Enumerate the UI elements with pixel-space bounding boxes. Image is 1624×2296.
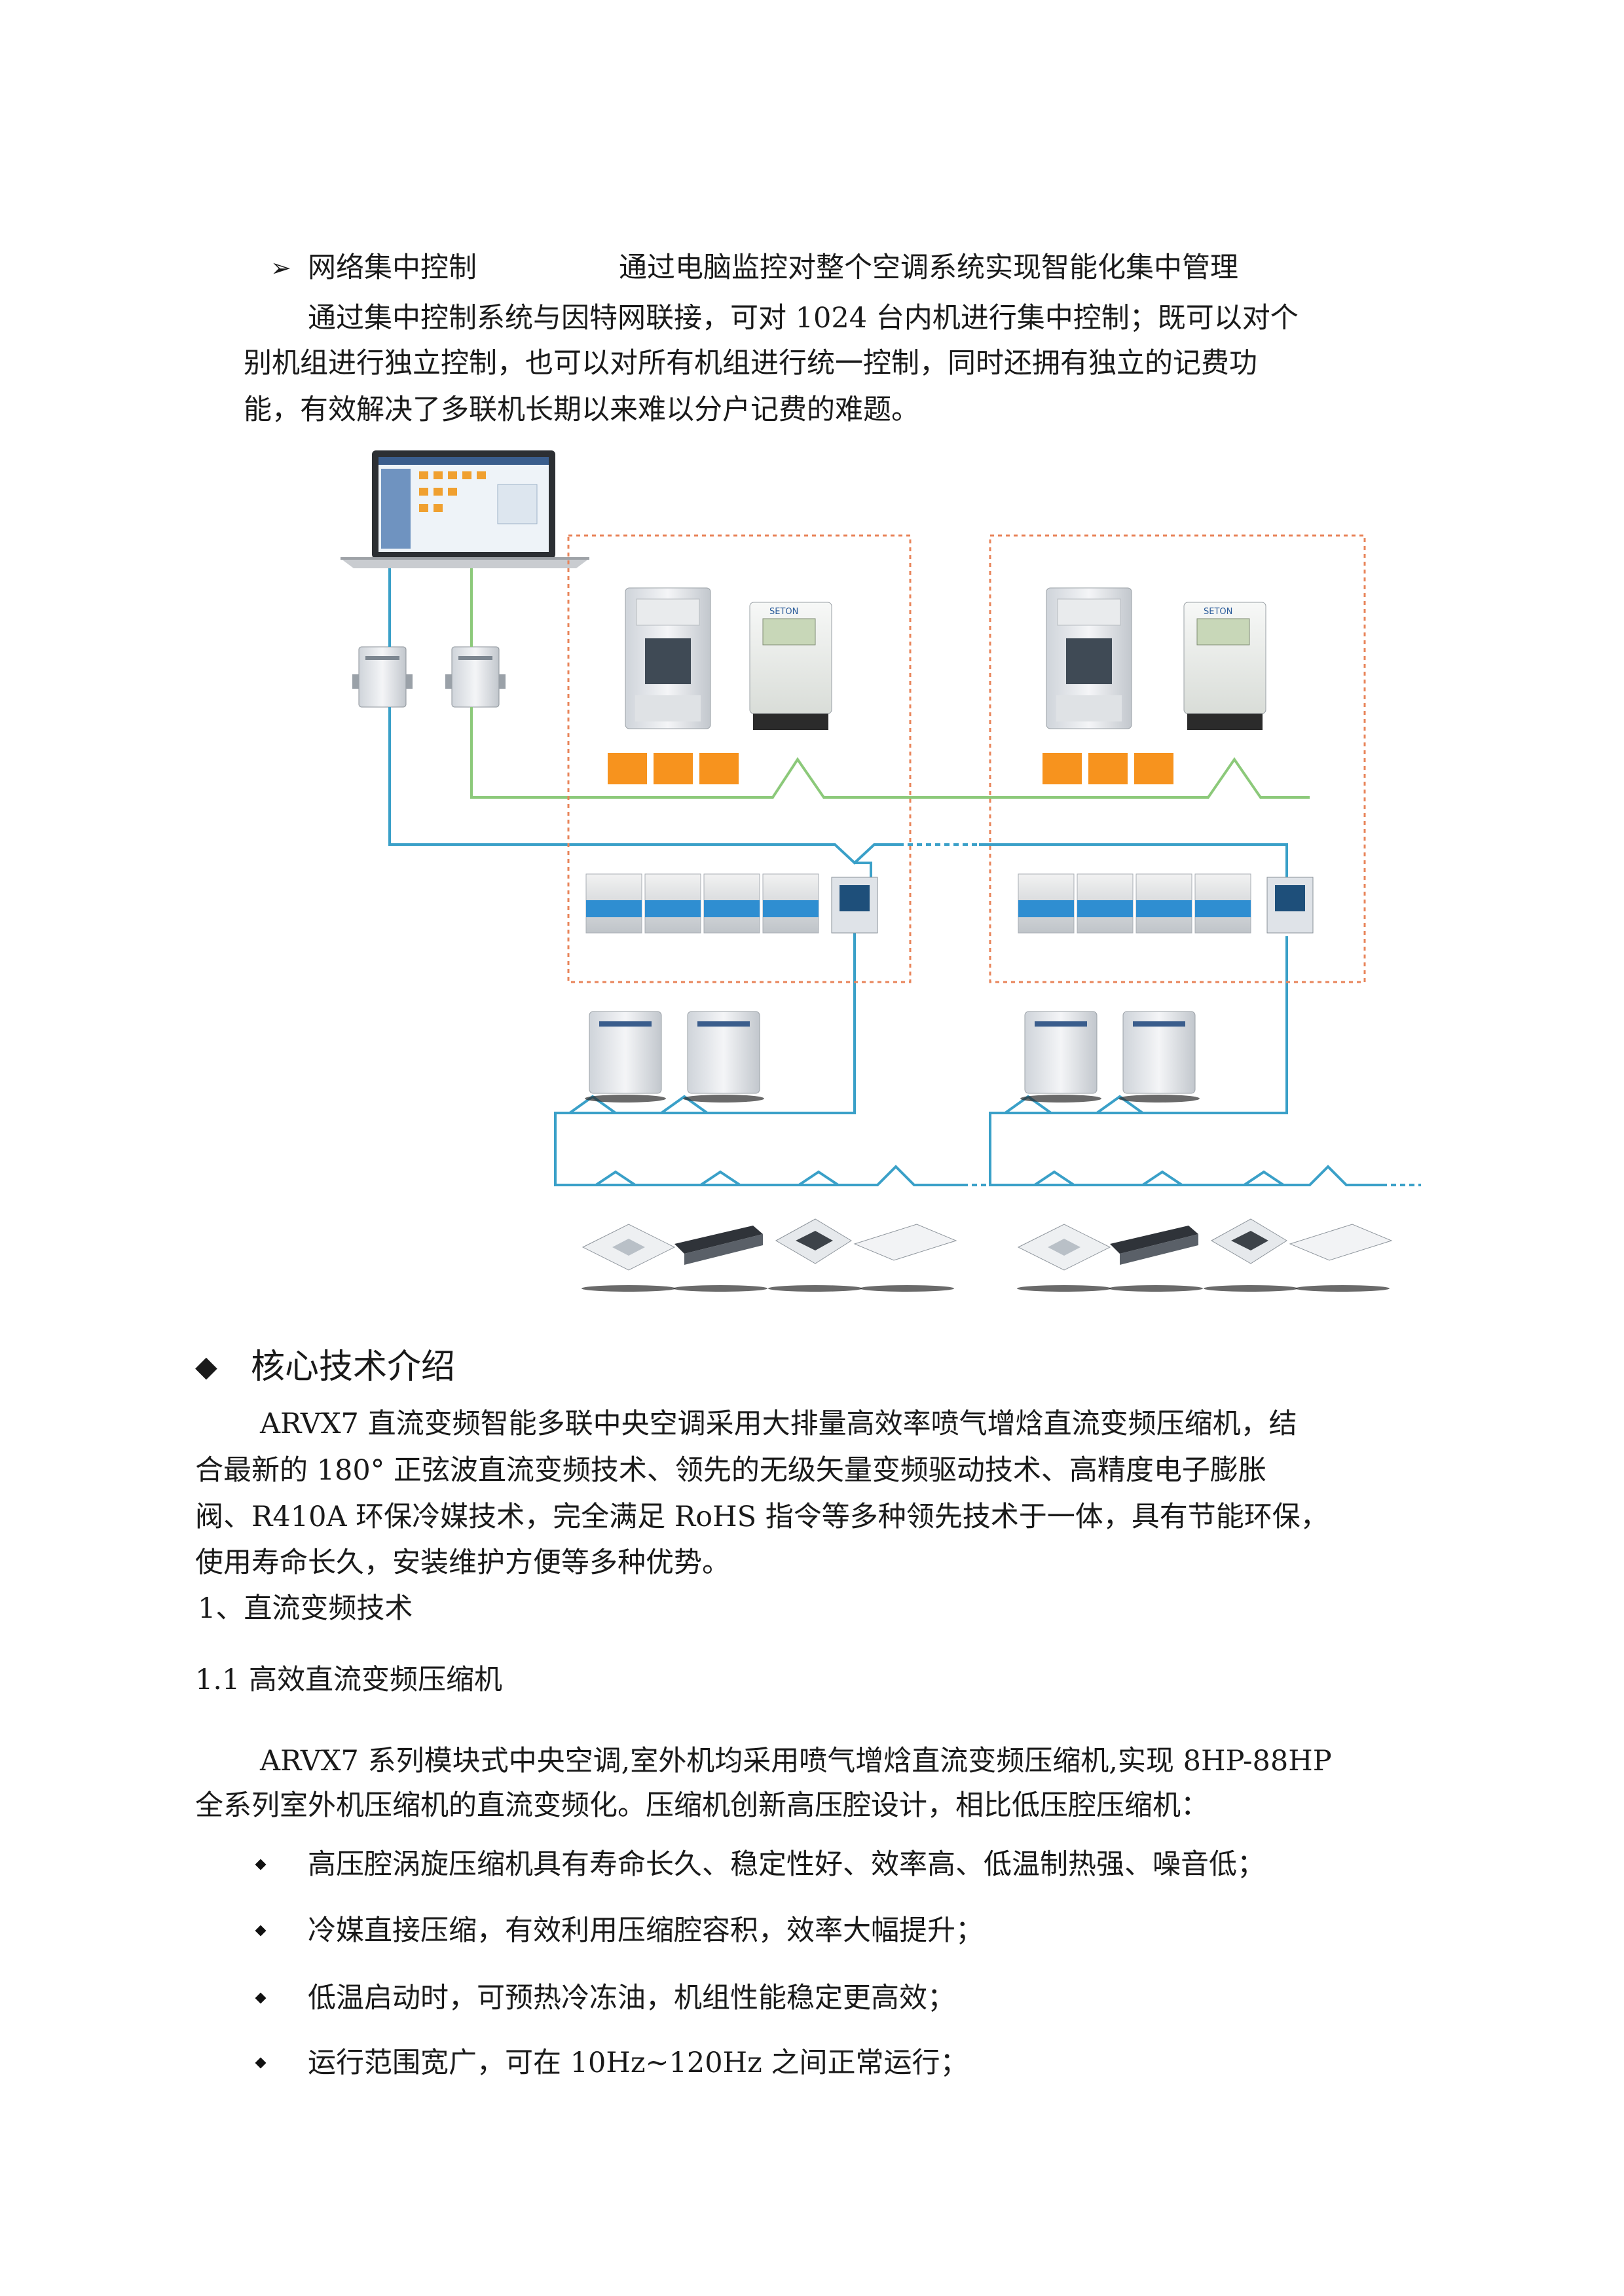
network-para-line: 通过集中控制系统与因特网联接，可对 1024 台内机进行集中控制；既可以对个	[308, 302, 1299, 335]
metering-cabinet-box	[989, 534, 1366, 983]
duct-indoor-unit-icon	[673, 1226, 767, 1292]
section-1-heading: 1、直流变频技术	[198, 1592, 413, 1625]
energy-meter-icon: SETON	[749, 602, 832, 730]
network-para-line: 别机组进行独立控制，也可以对所有机组进行统一控制，同时还拥有独立的记费功	[244, 347, 1257, 380]
meter-brand-text: SETON	[1204, 607, 1232, 617]
outdoor-unit-icon	[1020, 1011, 1101, 1102]
orange-indicator-blocks	[1043, 753, 1173, 784]
diamond-bullet-icon: ◆	[195, 1350, 217, 1383]
orange-indicator-blocks	[608, 753, 739, 784]
feature-bullet: 高压腔涡旋压缩机具有寿命长久、稳定性好、效率高、低温制热强、噪音低；	[308, 1848, 1265, 1881]
core-para-line: 阀、R410A 环保冷媒技术，完全满足 RoHS 指令等多种领先技术于一体，具有…	[195, 1501, 1329, 1533]
mcb-row	[585, 873, 878, 934]
core-para-line: 使用寿命长久，安装维护方便等多种优势。	[195, 1546, 730, 1579]
metering-cabinet-box	[567, 534, 912, 983]
network-para-line: 能，有效解决了多联机长期以来难以分户记费的难题。	[244, 393, 919, 426]
meter-brand-text: SETON	[769, 607, 798, 617]
ceiling-indoor-unit-icon	[1289, 1224, 1393, 1292]
arrow-bullet-icon: ➢	[270, 253, 291, 282]
network-item-desc: 通过电脑监控对整个空调系统实现智能化集中管理	[619, 251, 1238, 284]
network-item-label: 网络集中控制	[308, 251, 477, 284]
ceiling-indoor-unit-icon	[853, 1224, 957, 1292]
laptop-icon	[341, 450, 589, 568]
cassette-indoor-unit-icon	[768, 1218, 862, 1292]
main-breaker-icon	[625, 587, 711, 729]
energy-meter-icon: SETON	[1183, 602, 1266, 730]
compressor-para-line: ARVX7 系列模块式中央空调,室外机均采用喷气增焓直流变频压缩机,实现 8HP…	[260, 1745, 1332, 1777]
cassette-indoor-unit-icon	[1017, 1224, 1111, 1292]
core-heading: 核心技术介绍	[251, 1347, 456, 1387]
main-breaker-icon	[1046, 587, 1132, 729]
cassette-indoor-unit-icon	[581, 1224, 676, 1292]
compressor-para-line: 全系列室外机压缩机的直流变频化。压缩机创新高压腔设计，相比低压腔压缩机：	[195, 1789, 1209, 1822]
outdoor-unit-icon	[1118, 1011, 1200, 1102]
gateway-icon	[445, 646, 506, 708]
feature-bullet: 冷媒直接压缩，有效利用压缩腔容积，效率大幅提升；	[308, 1914, 984, 1947]
mcb-row	[1018, 873, 1314, 934]
section-1-1-heading: 1.1 高效直流变频压缩机	[195, 1664, 503, 1696]
core-para-line: 合最新的 180° 正弦波直流变频技术、领先的无级矢量变频驱动技术、高精度电子膨…	[195, 1454, 1266, 1487]
cassette-indoor-unit-icon	[1204, 1218, 1298, 1292]
outdoor-unit-icon	[683, 1011, 764, 1102]
duct-indoor-unit-icon	[1109, 1226, 1203, 1292]
outdoor-unit-icon	[585, 1011, 666, 1102]
feature-bullet: 运行范围宽广，可在 10Hz~120Hz 之间正常运行；	[308, 2047, 969, 2079]
core-para-line: ARVX7 直流变频智能多联中央空调采用大排量高效率喷气增焓直流变频压缩机，结	[260, 1408, 1297, 1440]
feature-bullet: 低温启动时，可预热冷冻油，机组性能稳定更高效；	[308, 1982, 955, 2014]
gateway-icon	[352, 646, 413, 708]
